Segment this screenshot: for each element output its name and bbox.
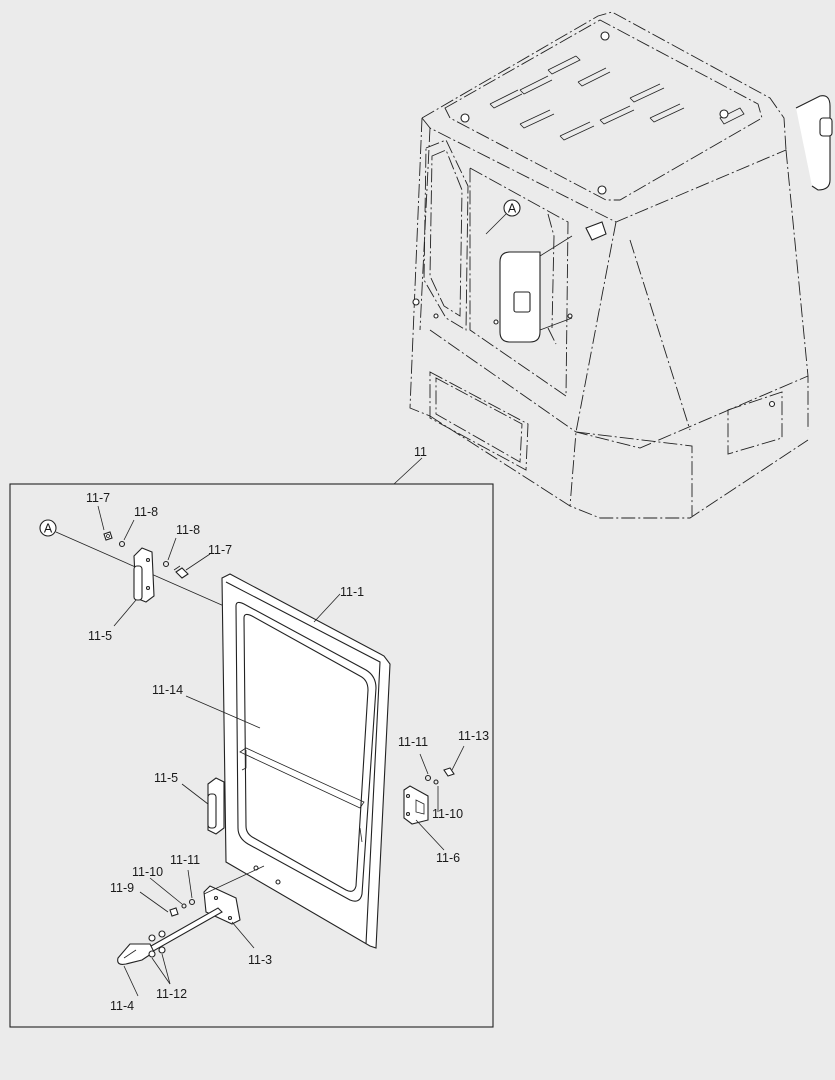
callout-11-10-right: 11-10	[432, 807, 463, 821]
callout-11-8-left: 11-8	[134, 505, 158, 519]
striker-plate	[403, 785, 429, 825]
detail-marker-a-frame-label: A	[44, 522, 53, 536]
nuts-11-12	[148, 930, 166, 958]
latch-rod	[143, 907, 223, 955]
callout-11-5-mid: 11-5	[154, 771, 178, 785]
callout-labels: 11-7 11-8 11-8 11-7 11-1 11-5 11-14 11-5…	[86, 491, 489, 1013]
door-panel	[221, 573, 391, 949]
callout-11-8-right: 11-8	[176, 523, 200, 537]
callout-11-11-right: 11-11	[398, 735, 428, 749]
callout-11-5-top: 11-5	[88, 629, 112, 643]
washer-11-10-right	[433, 779, 439, 785]
callout-11-12: 11-12	[156, 987, 187, 1001]
callout-11-9: 11-9	[110, 881, 134, 895]
callout-figure-11: 11	[414, 445, 427, 459]
callout-11-7-right: 11-7	[208, 543, 232, 557]
leader-lines	[97, 505, 465, 997]
callout-11-13: 11-13	[458, 729, 489, 743]
screw-11-9	[169, 907, 179, 917]
callout-11-10-left: 11-10	[132, 865, 163, 879]
washer-11-8-right	[162, 560, 170, 568]
detail-marker-a-cab-label: A	[508, 202, 517, 216]
hinge-middle	[207, 777, 225, 835]
callout-11-11-left: 11-11	[170, 853, 200, 867]
operator-cab-assembly	[409, 11, 833, 519]
callout-11-6: 11-6	[436, 851, 460, 865]
callout-11-1: 11-1	[340, 585, 364, 599]
screw-11-13	[443, 767, 455, 777]
washer-11-8-left	[118, 540, 126, 548]
washer-11-10-left	[181, 903, 187, 909]
hinge-upper	[133, 547, 155, 603]
washer-11-11-left	[188, 898, 196, 906]
latch-hook	[117, 943, 155, 965]
callout-11-3: 11-3	[248, 953, 272, 967]
callout-11-7-left: 11-7	[86, 491, 110, 505]
detail-frame	[9, 483, 494, 1028]
bolt-11-7-left	[103, 531, 113, 541]
detail-marker-a-cab: A	[485, 199, 521, 235]
callout-11-4: 11-4	[110, 999, 134, 1013]
callout-11-14: 11-14	[152, 683, 183, 697]
bolt-11-7-right	[173, 565, 189, 579]
washer-11-11-right	[424, 774, 432, 782]
